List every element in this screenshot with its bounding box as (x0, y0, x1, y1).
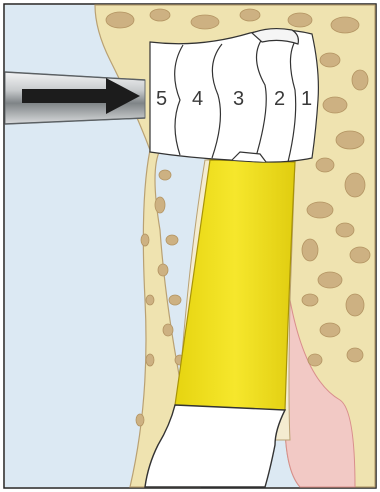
layer-label-4: 4 (192, 88, 203, 110)
layer-label-2: 2 (274, 88, 285, 110)
layer-label-3: 3 (233, 88, 244, 110)
layer-label-5: 5 (156, 88, 167, 110)
layer-label-1: 1 (301, 88, 312, 110)
